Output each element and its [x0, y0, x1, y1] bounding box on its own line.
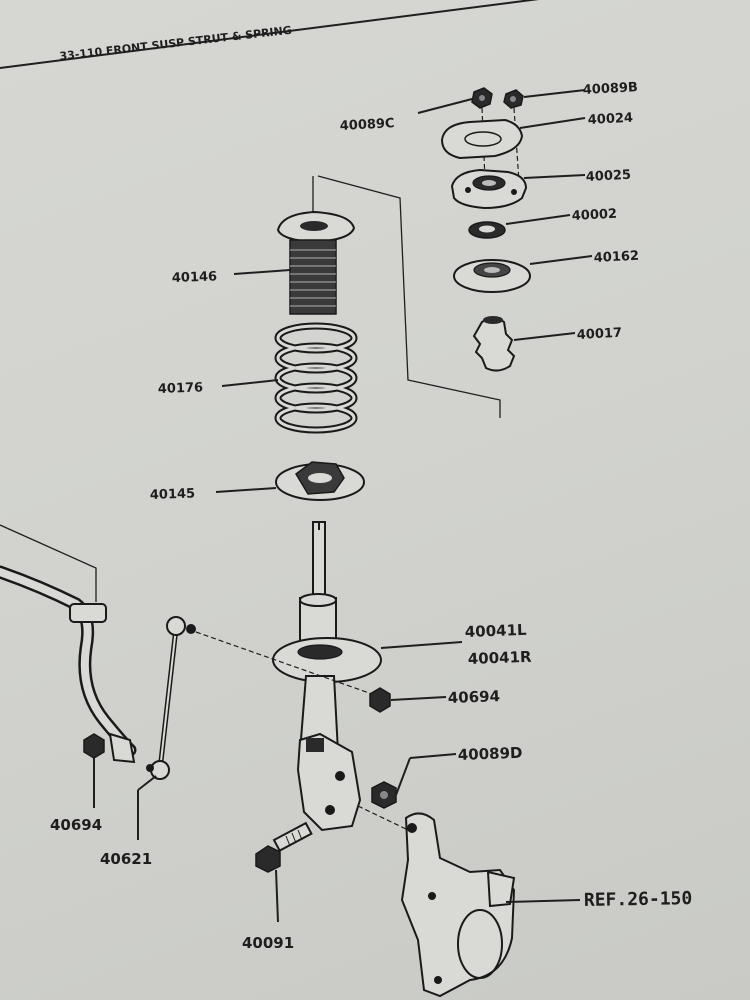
strut-assembly-40041[interactable]: [272, 521, 382, 832]
coil-spring-40176[interactable]: [274, 322, 358, 434]
diagram-title: 33-110 FRONT SUSP STRUT & SPRING: [59, 24, 293, 63]
label-40091: 40091: [242, 934, 294, 952]
label-40089c: 40089C: [339, 116, 394, 134]
dust-boot-40146[interactable]: [276, 210, 356, 315]
bolt-40091[interactable]: [255, 821, 313, 873]
label-40176: 40176: [158, 380, 204, 397]
part-labels: 40089B 40089C 40024 40025 40002 40162 40…: [50, 80, 692, 952]
spring-seat-40145[interactable]: [275, 461, 365, 501]
strut-mount-40025[interactable]: [450, 168, 528, 210]
label-40089b: 40089B: [582, 80, 638, 98]
header-rule: [0, 0, 540, 69]
stabilizer-bar[interactable]: [0, 524, 137, 764]
washer-40002[interactable]: [468, 221, 506, 239]
bar-bracket-line: [0, 524, 97, 602]
nut-40089c[interactable]: [471, 87, 493, 109]
label-40146: 40146: [172, 269, 218, 286]
label-40145: 40145: [150, 486, 196, 503]
nut-40089b[interactable]: [503, 89, 524, 109]
mount-plate-40024[interactable]: [440, 118, 524, 160]
label-40002: 40002: [571, 207, 617, 224]
label-40017: 40017: [576, 326, 622, 343]
bump-stop-40017[interactable]: [472, 316, 516, 372]
label-40025: 40025: [585, 168, 631, 185]
label-40089d: 40089D: [458, 744, 523, 764]
header: 33-110 FRONT SUSP STRUT & SPRING: [0, 0, 540, 69]
bearing-40162[interactable]: [453, 259, 531, 293]
label-40041r: 40041R: [468, 648, 533, 668]
leader-lines: [93, 89, 593, 923]
nut-40694-lower[interactable]: [83, 733, 105, 759]
label-40024: 40024: [587, 111, 633, 128]
stud-guide-right: [513, 107, 520, 183]
nut-40694-upper[interactable]: [369, 687, 391, 713]
link-guide-line: [195, 631, 373, 695]
nut-40089d[interactable]: [371, 781, 397, 809]
label-40041l: 40041L: [465, 621, 528, 641]
label-ref-26-150: REF.26-150: [584, 888, 693, 911]
strut-mount-stack: [312, 87, 531, 418]
knuckle-guide-line: [357, 805, 409, 831]
label-40694-lower: 40694: [50, 816, 102, 834]
steering-knuckle[interactable]: [357, 805, 516, 998]
label-40694-upper: 40694: [448, 687, 501, 707]
stabilizer-link-40621[interactable]: [146, 616, 373, 780]
label-40621: 40621: [100, 850, 152, 868]
label-40162: 40162: [593, 249, 639, 266]
bracket-line-upper: [317, 175, 501, 418]
